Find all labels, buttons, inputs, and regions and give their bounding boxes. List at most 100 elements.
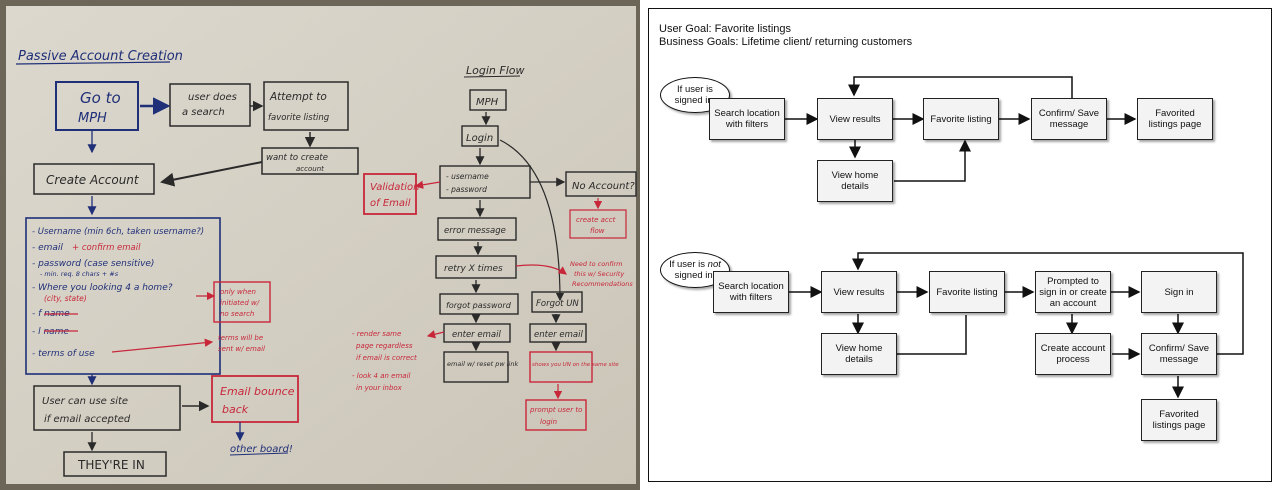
wb-field-citystate: (city, state) xyxy=(44,294,87,303)
wb-login-title: Login Flow xyxy=(466,64,524,77)
wb-validation-1: Validation xyxy=(370,182,420,193)
node2-prompted-signin: Prompted to sign in or create an account xyxy=(1035,271,1111,313)
wb-create-flow-1: create acct xyxy=(576,216,616,224)
wb-box-fields xyxy=(25,217,221,375)
wb-no-account: No Account? xyxy=(572,181,635,192)
wb-terms-email-1: terms will be xyxy=(218,334,263,342)
wb-password: - password xyxy=(446,185,487,194)
condition-not-signed-in-pre: If user is xyxy=(669,259,708,270)
wb-theyre-in: THEY'RE IN xyxy=(77,458,145,472)
wb-box-forgot-un xyxy=(531,291,583,313)
node-search-location: Search location with filters xyxy=(709,98,785,140)
business-goals: Business Goals: Lifetime client/ returni… xyxy=(659,36,913,48)
wb-confirm-email: + confirm email xyxy=(72,243,141,253)
wb-go-mph-line1: Go to xyxy=(80,89,121,107)
wb-need-confirm-3: Recommendations xyxy=(572,280,633,288)
wb-field-terms: - terms of use xyxy=(32,349,95,359)
whiteboard-surface xyxy=(6,6,636,484)
node2-sign-in: Sign in xyxy=(1141,271,1217,313)
node2-search-location: Search location with filters xyxy=(713,271,789,313)
wb-attempt-line2: favorite listing xyxy=(268,113,330,123)
wb-need-confirm-1: Need to confirm xyxy=(570,260,623,268)
wb-box-user-can-use xyxy=(33,385,181,431)
wb-login-mph: MPH xyxy=(476,97,499,108)
wb-box-no-account xyxy=(565,171,637,197)
wb-want-create-line2: account xyxy=(296,165,324,173)
wb-create-flow-2: flow xyxy=(590,227,605,235)
wb-username: - username xyxy=(446,172,489,181)
node-favorited-page: Favorited listings page xyxy=(1137,98,1213,140)
wb-render-same-2: page regardless xyxy=(355,342,413,350)
flowchart-panel: User Goal: Favorite listings Business Go… xyxy=(648,8,1272,482)
wb-retry: retry X times xyxy=(444,264,503,274)
node2-view-results: View results xyxy=(821,271,897,313)
wb-terms-email-2: sent w/ email xyxy=(218,345,265,353)
wb-box-only-when xyxy=(213,281,271,323)
wb-box-theyre-in xyxy=(63,451,167,477)
wb-box-retry xyxy=(435,255,517,279)
node-view-results: View results xyxy=(817,98,893,140)
wb-other-board: other board! xyxy=(230,444,293,455)
whiteboard-photo: Passive Account Creation Go to MPH user … xyxy=(0,0,640,490)
wb-prompt-login-1: prompt user to xyxy=(529,406,582,414)
wb-render-same-1: - render same xyxy=(352,330,401,338)
node2-create-account-process: Create account process xyxy=(1035,333,1111,375)
wb-field-username: - Username (min 6ch, taken username?) xyxy=(32,227,204,237)
wb-forgot-un: Forgot UN xyxy=(536,299,579,309)
wb-create-account: Create Account xyxy=(46,173,140,187)
condition-not-emphasis: not xyxy=(707,259,721,270)
wb-attempt-line1: Attempt to xyxy=(269,91,327,103)
wb-prompt-login-2: login xyxy=(540,418,557,426)
condition-not-signed-in-post: signed in: xyxy=(674,270,716,281)
wb-box-create-flow xyxy=(569,209,627,239)
node2-favorited-page: Favorited listings page xyxy=(1141,399,1217,441)
wb-validation-2: of Email xyxy=(370,198,411,209)
wb-error: error message xyxy=(444,226,506,236)
wb-box-login-mph xyxy=(469,89,507,111)
wb-look-inbox-2: in your inbox xyxy=(356,384,403,392)
wb-box-user-search xyxy=(169,83,251,127)
wb-user-search-line1: user does xyxy=(188,92,237,103)
user-goal: User Goal: Favorite listings xyxy=(659,23,792,35)
wb-forgot-pw: forgot password xyxy=(446,301,512,310)
wb-box-forgot-pw xyxy=(439,293,519,315)
wb-box-attempt-fav xyxy=(263,81,349,131)
condition-signed-in-line2: signed in: xyxy=(674,95,716,106)
node2-confirm-save: Confirm/ Save message xyxy=(1141,333,1217,375)
wb-render-same-3: if email is correct xyxy=(356,354,417,362)
wb-email-reset: email w/ reset pw link xyxy=(447,360,518,368)
wb-field-where: - Where you looking 4 a home? xyxy=(32,283,173,293)
wb-box-enter-email-1 xyxy=(443,323,511,343)
node-view-home-details: View home details xyxy=(817,160,893,202)
wb-email-bounce-1: Email bounce xyxy=(220,385,295,398)
wb-login: Login xyxy=(466,133,493,144)
wb-field-password: - password (case sensitive) xyxy=(32,259,154,269)
wb-email-bounce-2: back xyxy=(222,403,249,416)
wb-enter-email-1: enter email xyxy=(452,330,501,340)
node-favorite-listing: Favorite listing xyxy=(923,98,999,140)
wb-box-want-create xyxy=(261,147,359,175)
node-confirm-save: Confirm/ Save message xyxy=(1031,98,1107,140)
wb-box-shows-un xyxy=(529,351,593,383)
wb-only-when-1: only when xyxy=(220,288,256,296)
wb-field-minreq: - min. req. 8 chars + #s xyxy=(40,270,119,278)
node2-favorite-listing: Favorite listing xyxy=(929,271,1005,313)
wb-shows-un: shows you UN on the same site xyxy=(532,362,619,368)
wb-only-when-2: initiated w/ xyxy=(220,299,260,307)
wb-box-prompt-login xyxy=(525,399,587,431)
wb-title: Passive Account Creation xyxy=(18,49,183,64)
wb-field-lname: - l name xyxy=(32,327,69,337)
wb-box-go-mph xyxy=(55,81,139,131)
wb-box-email-bounce xyxy=(211,375,299,423)
wb-box-enter-email-2 xyxy=(529,323,587,343)
wb-box-validation xyxy=(363,173,417,215)
wb-go-mph-line2: MPH xyxy=(78,111,107,126)
wb-user-can-use-1: User can use site xyxy=(42,396,128,407)
wb-box-create-account xyxy=(33,163,155,195)
flowchart-connectors xyxy=(785,76,1244,399)
wb-look-inbox-1: - look 4 an email xyxy=(352,372,411,380)
node2-view-home-details: View home details xyxy=(821,333,897,375)
wb-need-confirm-2: this w/ Security xyxy=(574,270,624,278)
condition-signed-in-line1: If user is xyxy=(677,84,713,95)
